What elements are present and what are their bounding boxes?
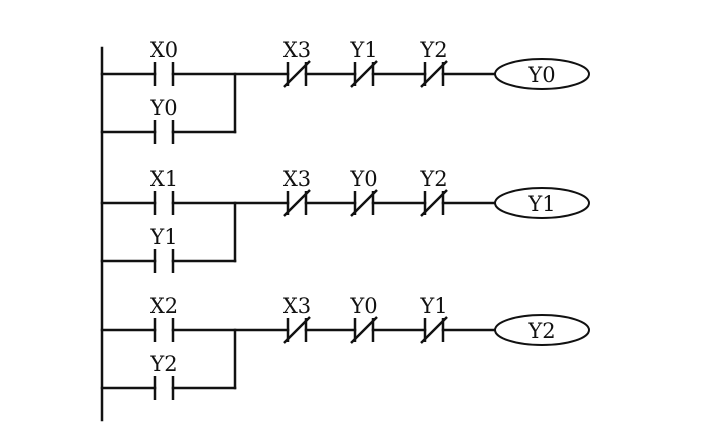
interlock-contact-label: Y1: [349, 38, 377, 62]
output-coil-label: Y1: [527, 192, 555, 216]
rung-wires: [100, 72, 497, 134]
output-coil-label: Y0: [527, 63, 555, 87]
start-contact-label: X1: [150, 167, 178, 191]
seal-contact: [153, 376, 175, 400]
start-contact-label: X2: [150, 294, 178, 318]
interlock-contact: [420, 60, 448, 88]
start-contact-label: X0: [150, 38, 178, 62]
output-coil: Y2: [494, 314, 590, 346]
seal-contact-label: Y0: [149, 96, 177, 120]
interlock-contact-label: Y0: [349, 167, 377, 191]
interlock-contact: [283, 189, 311, 217]
output-coil: Y1: [494, 187, 590, 219]
start-contact: [153, 191, 175, 215]
output-coil: Y0: [494, 58, 590, 90]
interlock-contact: [350, 60, 378, 88]
interlock-contact: [350, 189, 378, 217]
interlock-contact-label: X3: [283, 167, 311, 191]
interlock-contact: [420, 189, 448, 217]
start-contact: [153, 62, 175, 86]
interlock-contact-label: Y0: [349, 294, 377, 318]
interlock-contact-label: X3: [283, 294, 311, 318]
seal-contact: [153, 249, 175, 273]
interlock-contact: [350, 316, 378, 344]
rung-wires: [100, 328, 497, 390]
seal-contact-label: Y1: [149, 225, 177, 249]
start-contact: [153, 318, 175, 342]
interlock-contact-label: Y2: [419, 38, 447, 62]
interlock-contact: [283, 60, 311, 88]
rung-wires: [100, 201, 497, 263]
seal-contact: [153, 120, 175, 144]
output-coil-label: Y2: [527, 319, 555, 343]
interlock-contact-label: Y1: [419, 294, 447, 318]
interlock-contact-label: Y2: [419, 167, 447, 191]
interlock-contact-label: X3: [283, 38, 311, 62]
interlock-contact: [420, 316, 448, 344]
seal-contact-label: Y2: [149, 352, 177, 376]
interlock-contact: [283, 316, 311, 344]
